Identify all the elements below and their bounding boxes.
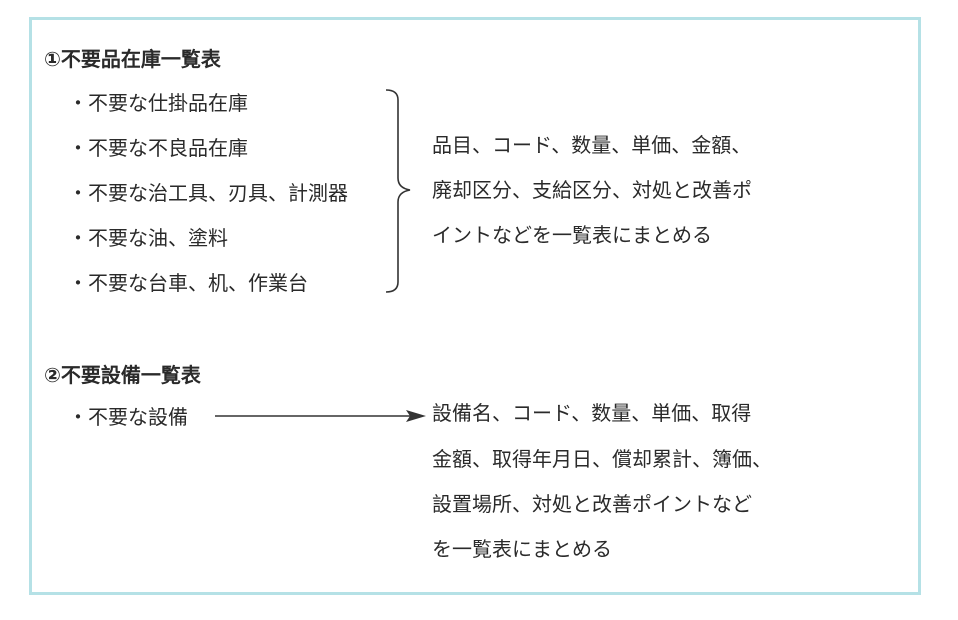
list-item: ・不要な不良品在庫	[68, 136, 248, 160]
content-frame	[29, 17, 921, 595]
section1-description-line: 品目、コード、数量、単価、金額、	[432, 133, 752, 157]
list-item: ・不要な設備	[68, 405, 188, 429]
section2-description-line: 設置場所、対処と改善ポイントなど	[432, 492, 752, 516]
list-item: ・不要な油、塗料	[68, 226, 228, 250]
section2-description-line: 金額、取得年月日、償却累計、簿価、	[432, 447, 772, 471]
section2-heading: ②不要設備一覧表	[44, 363, 201, 387]
section2-description-line: 設備名、コード、数量、単価、取得	[432, 401, 752, 425]
brace-icon	[385, 89, 411, 293]
section1-description-line: イントなどを一覧表にまとめる	[432, 223, 712, 247]
arrow-head-icon	[406, 410, 426, 422]
section2-description-line: を一覧表にまとめる	[432, 537, 612, 561]
section1-description-line: 廃却区分、支給区分、対処と改善ポ	[432, 178, 752, 202]
section1-heading: ①不要品在庫一覧表	[44, 47, 221, 71]
list-item: ・不要な仕掛品在庫	[68, 91, 248, 115]
list-item: ・不要な治工具、刃具、計測器	[68, 181, 348, 205]
list-item: ・不要な台車、机、作業台	[68, 271, 308, 295]
